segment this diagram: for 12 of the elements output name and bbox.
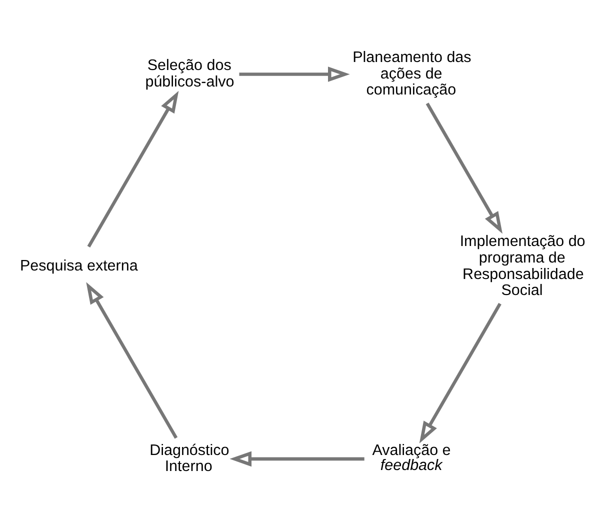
arrow: [239, 66, 350, 82]
node-text: Planeamento das ações de comunicação: [352, 48, 472, 99]
arrow: [87, 90, 179, 248]
node-text: Implementação do programa de Responsabilidade Social: [460, 233, 586, 300]
arrow: [230, 451, 364, 467]
node-text: Avaliação e feedback: [372, 442, 451, 474]
node-text: Diagnóstico Interno: [150, 442, 230, 476]
node-text: Seleção dos públicos-alvo: [145, 57, 234, 90]
arrow: [426, 102, 502, 234]
node-text: Pesquisa externa: [20, 258, 138, 275]
arrow: [419, 302, 502, 444]
arrow: [86, 282, 178, 439]
